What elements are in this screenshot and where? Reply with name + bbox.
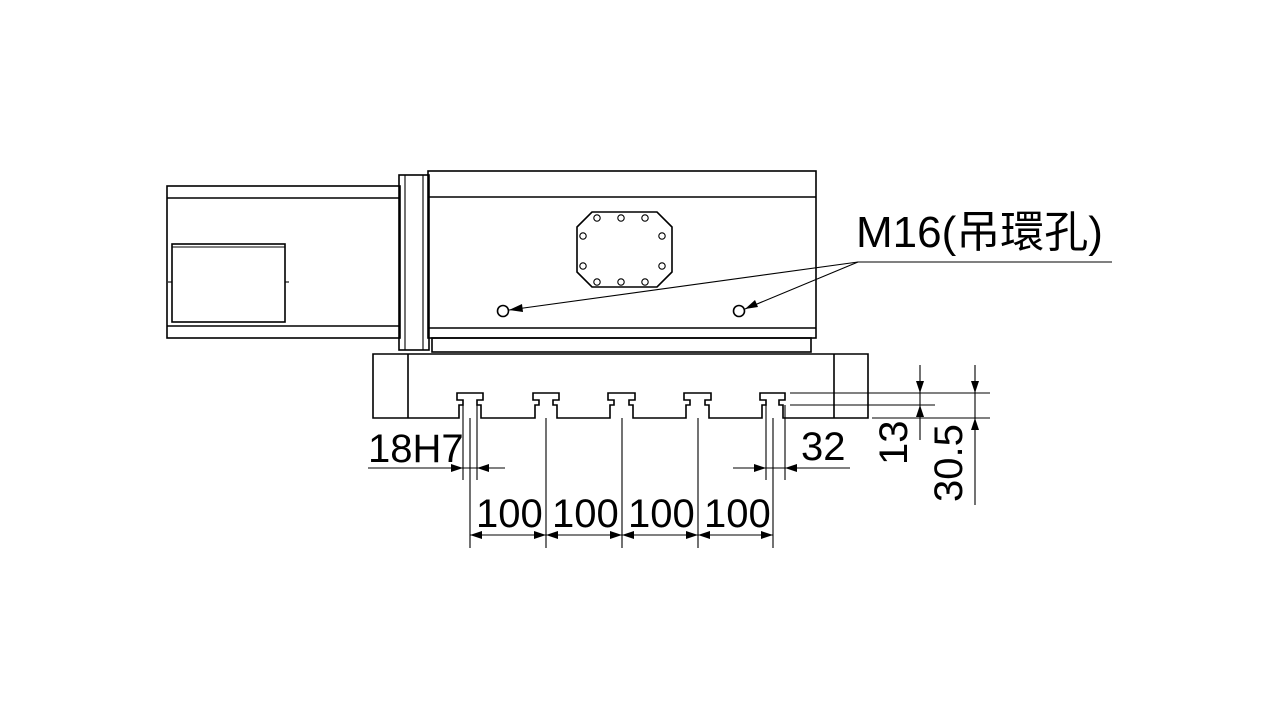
lifting-hole-left: [496, 304, 510, 318]
bolt-icon: [617, 278, 625, 286]
dim-slot-depth: [916, 365, 924, 440]
dim-pitch-3-label: 100: [628, 492, 695, 536]
callout-label: M16(吊環孔): [856, 208, 1103, 257]
base-table: [372, 353, 869, 419]
bolt-icon: [641, 214, 649, 222]
dim-slot-height: [971, 365, 979, 505]
bolt-icon: [658, 262, 666, 270]
dim-pitch-4-label: 100: [704, 492, 771, 536]
bolt-icon: [617, 214, 625, 222]
bolt-icon: [579, 262, 587, 270]
bolt-icon: [579, 232, 587, 240]
bolt-icon: [593, 278, 601, 286]
dim-edge-offset-label: 32: [801, 425, 846, 469]
cover-plate: [576, 211, 673, 288]
dim-edge-offset: [733, 464, 850, 472]
bolt-icon: [641, 278, 649, 286]
dim-slot-width: [368, 464, 505, 472]
dim-slot-width-label: 18H7: [368, 427, 464, 471]
lifting-hole-right: [732, 304, 746, 318]
left-housing: [166, 185, 401, 339]
callout-leader: [508, 261, 1112, 312]
dim-pitch-1-label: 100: [476, 492, 543, 536]
dim-pitch-chain: [470, 531, 773, 539]
coupling-flange: [398, 174, 430, 351]
bolt-icon: [593, 214, 601, 222]
bolt-icon: [658, 232, 666, 240]
carriage-body: [427, 170, 817, 353]
dim-slot-height-label: 30.5: [927, 424, 971, 502]
dim-pitch-2-label: 100: [552, 492, 619, 536]
dim-slot-depth-label: 13: [872, 421, 916, 466]
motor-box: [168, 243, 289, 323]
